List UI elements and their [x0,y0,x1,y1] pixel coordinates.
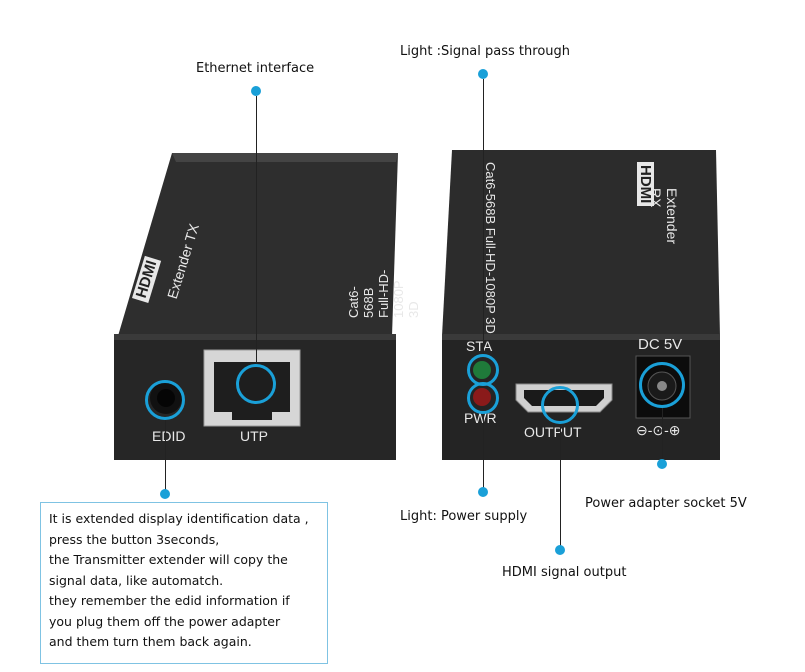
hdmi-output-highlight-ring [541,386,579,424]
ethernet-interface-label: Ethernet interface [196,61,315,76]
rx-pwr-label: PWR [464,410,497,426]
tx-extender-device: HDMI Extender TX Cat6-568B Full-HD-1080P… [110,148,421,460]
info-line: they remember the edid information if [49,593,290,608]
tx-utp-label: UTP [240,428,268,444]
info-line: signal data, like automatch. [49,572,224,588]
pwr-led-highlight-ring [467,382,499,414]
power-light-label: Light: Power supply [400,509,528,524]
tx-spec-label: Cat6-568B Full-HD-1080P 3D [346,269,421,318]
hdmi-output-callout-dot [555,545,565,555]
info-line: and them turn them back again. [49,634,252,649]
ethernet-highlight-ring [236,364,276,404]
rx-spec-label: Cat6-568B Full-HD-1080P 3D [483,162,498,334]
rx-polarity-symbol: ⊖-⊙-⊕ [636,422,681,438]
info-line: the Transmitter extender will copy the [49,552,288,567]
hdmi-output-callout-line [560,424,561,546]
edid-info-box: It is extended display identification da… [40,502,328,664]
tx-edid-label: EDID [152,428,186,444]
ethernet-callout-line [256,96,257,366]
edid-highlight-ring [145,380,185,420]
signal-light-label: Light :Signal pass through [400,44,570,59]
rx-sta-label: STA [466,338,493,354]
ethernet-callout-dot [251,86,261,96]
power-light-callout-dot [478,487,488,497]
signal-light-callout-dot [478,69,488,79]
tx-device-body [114,153,398,460]
edid-callout-dot [160,489,170,499]
power-socket-callout-line [662,408,663,460]
rx-dc-label: DC 5V [638,336,683,353]
rx-output-label: OUTPUT [524,424,582,440]
info-line: press the button 3seconds, [49,531,220,547]
dc-socket-highlight-ring [639,362,685,408]
signal-light-callout-line [483,79,484,355]
info-line: It is extended display identification da… [49,511,309,526]
power-light-callout-line [483,414,484,488]
power-socket-label: Power adapter socket 5V [585,496,747,511]
hdmi-output-label: HDMI signal output [502,565,627,580]
info-line: you plug them off the power adapter [49,613,281,629]
power-socket-callout-dot [657,459,667,469]
edid-callout-line [165,420,166,490]
rx-model-label: Extender RX [648,188,680,245]
